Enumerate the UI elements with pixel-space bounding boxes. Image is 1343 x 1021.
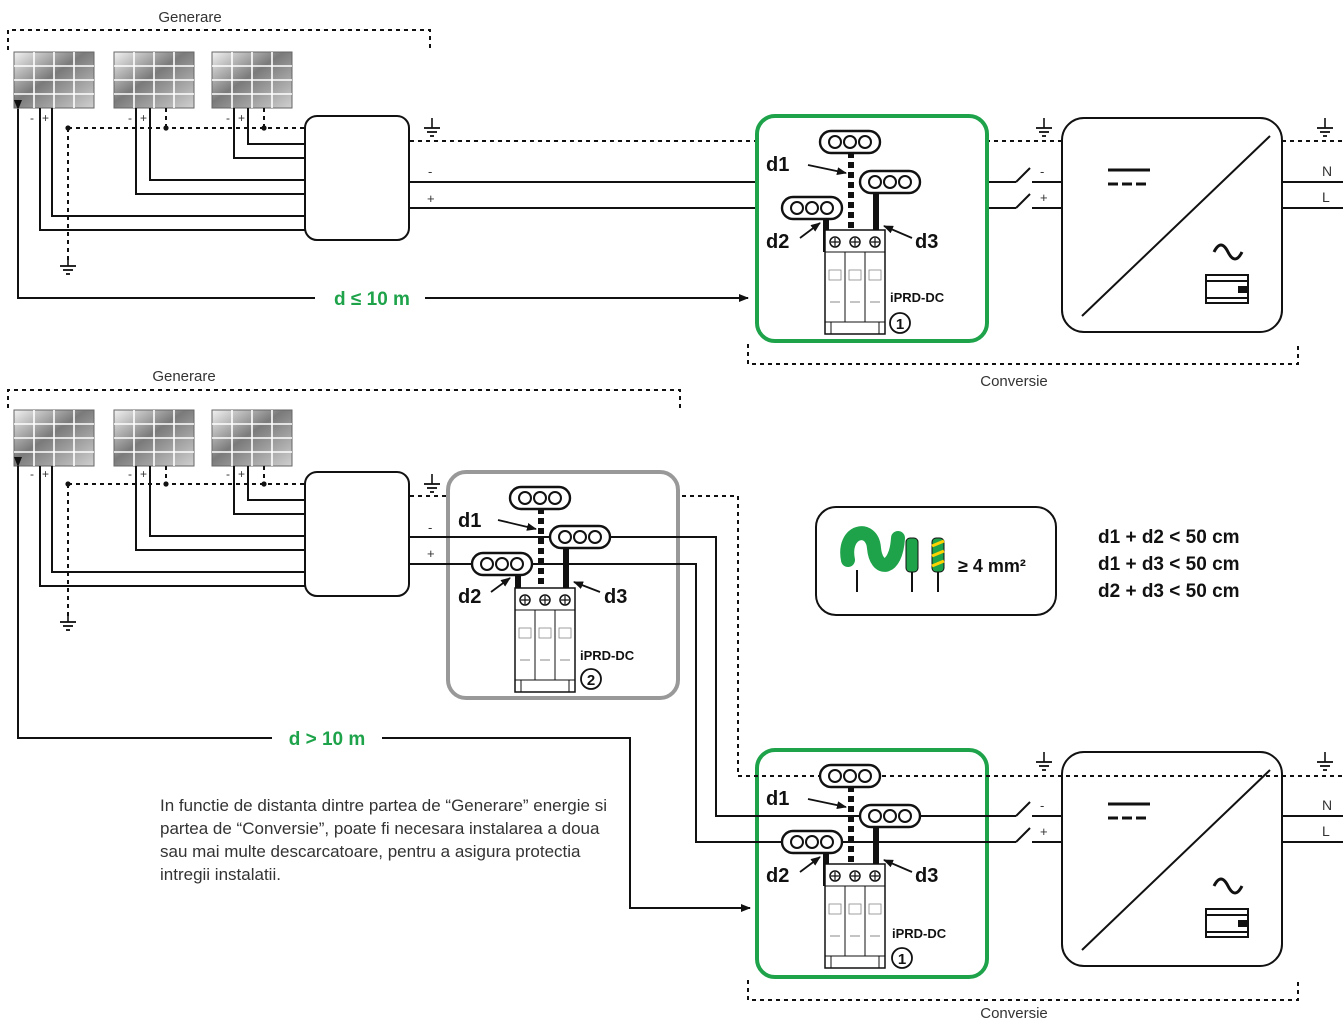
inverter-plus-label: + xyxy=(1040,824,1048,839)
earth-terminal-icon xyxy=(508,485,572,511)
plus-terminal-icon xyxy=(780,829,844,855)
distance-arrow xyxy=(14,457,272,739)
line-label: L xyxy=(1322,189,1330,205)
spd-protection-box-secondary: d1 d2 d3 iPRD-DC 2 xyxy=(409,470,716,700)
earth-terminal-icon xyxy=(818,763,882,789)
solar-panel-icon xyxy=(113,51,195,109)
ground-icon xyxy=(423,117,441,137)
conversion-bracket xyxy=(747,344,1299,365)
solar-panel-icon xyxy=(113,409,195,467)
spd-protection-box: d1 d2 d3 iPRD-DC 1 xyxy=(755,114,989,343)
d1-label: d1 xyxy=(766,154,789,176)
d2-label: d2 xyxy=(766,865,789,887)
string-wiring xyxy=(39,108,305,231)
conversion-label: Conversie xyxy=(980,373,1048,390)
spd-device-icon xyxy=(514,587,576,693)
pv-minus-label: - xyxy=(128,111,132,125)
combiner-box xyxy=(304,471,410,597)
inverter-icon xyxy=(1061,751,1283,967)
d3-label: d3 xyxy=(604,586,627,608)
dc-minus-label: - xyxy=(428,164,432,179)
section-label: ≥ 4 mm² xyxy=(958,556,1026,576)
distance-arrow xyxy=(14,100,315,299)
ground-icon xyxy=(423,473,441,493)
explanation-note: In functie de distanta dintre partea de … xyxy=(160,796,607,884)
spd-model-label: iPRD-DC xyxy=(890,290,945,305)
minus-terminal-icon xyxy=(858,169,922,195)
spd-protection-box: d1 d2 d3 iPRD-DC 1 xyxy=(696,748,1343,979)
generation-bracket xyxy=(7,389,681,408)
dc-minus-label: - xyxy=(428,520,432,535)
solar-panel-icon xyxy=(13,409,95,467)
inverter-icon xyxy=(1061,117,1283,333)
pv-minus-label: - xyxy=(128,467,132,481)
top-installation: Generare - + - + - + xyxy=(7,9,1343,390)
conversion-label: Conversie xyxy=(980,1005,1048,1021)
generation-label: Generare xyxy=(158,9,221,26)
generation-label: Generare xyxy=(152,368,215,385)
spd-number-badge: 1 xyxy=(896,316,904,333)
spd-model-label: iPRD-DC xyxy=(892,926,947,941)
neutral-label: N xyxy=(1322,797,1332,813)
earth-terminal-icon xyxy=(818,129,882,155)
ground-icon xyxy=(1035,117,1053,137)
length-rule: d1 + d2 < 50 cm xyxy=(1098,527,1240,548)
neutral-label: N xyxy=(1322,163,1332,179)
pv-minus-label: - xyxy=(226,111,230,125)
solar-panel-icon xyxy=(13,51,95,109)
pv-plus-label: + xyxy=(140,467,147,481)
dc-plus-label: + xyxy=(427,191,435,206)
spd-model-label: iPRD-DC xyxy=(580,648,635,663)
cable-icon xyxy=(840,526,945,592)
cable-legend: ≥ 4 mm² d1 + d2 < 50 cm d1 + d3 < 50 cm … xyxy=(815,506,1240,616)
string-wiring xyxy=(39,466,305,587)
spd-number-badge: 1 xyxy=(898,951,906,968)
pv-plus-label: + xyxy=(140,111,147,125)
length-rule: d1 + d3 < 50 cm xyxy=(1098,554,1240,575)
combiner-box xyxy=(304,115,410,241)
solar-panel-icon xyxy=(211,409,293,467)
spd-number-badge: 2 xyxy=(587,672,595,689)
ground-icon xyxy=(1316,751,1334,771)
d1-label: d1 xyxy=(458,510,481,532)
line-label: L xyxy=(1322,823,1330,839)
d3-label: d3 xyxy=(915,865,938,887)
inverter-minus-label: - xyxy=(1040,164,1044,179)
minus-terminal-icon xyxy=(548,524,612,550)
conversion-bracket xyxy=(747,980,1299,1001)
spd-device-icon xyxy=(824,863,886,969)
inverter-plus-label: + xyxy=(1040,190,1048,205)
pv-minus-label: - xyxy=(30,111,34,125)
plus-terminal-icon xyxy=(780,195,844,221)
pv-minus-label: - xyxy=(226,467,230,481)
d2-label: d2 xyxy=(458,586,481,608)
spd-device-icon xyxy=(824,229,886,335)
length-rule: d2 + d3 < 50 cm xyxy=(1098,581,1240,602)
pv-plus-label: + xyxy=(42,111,49,125)
ground-icon xyxy=(1316,117,1334,137)
pv-plus-label: + xyxy=(238,467,245,481)
generation-bracket xyxy=(7,29,431,50)
inverter-minus-label: - xyxy=(1040,798,1044,813)
d1-label: d1 xyxy=(766,788,789,810)
dc-plus-label: + xyxy=(427,546,435,561)
bottom-installation: Generare - + - + - + xyxy=(7,368,1343,1021)
pv-plus-label: + xyxy=(42,467,49,481)
d2-label: d2 xyxy=(766,231,789,253)
solar-panel-icon xyxy=(211,51,293,109)
minus-terminal-icon xyxy=(858,803,922,829)
pv-minus-label: - xyxy=(30,467,34,481)
ground-icon xyxy=(59,611,77,631)
pv-plus-label: + xyxy=(238,111,245,125)
d3-label: d3 xyxy=(915,231,938,253)
distance-label: d ≤ 10 m xyxy=(334,289,410,310)
ground-icon xyxy=(59,255,77,275)
plus-terminal-icon xyxy=(470,551,534,577)
distance-label: d > 10 m xyxy=(289,729,366,750)
ground-icon xyxy=(1035,751,1053,771)
